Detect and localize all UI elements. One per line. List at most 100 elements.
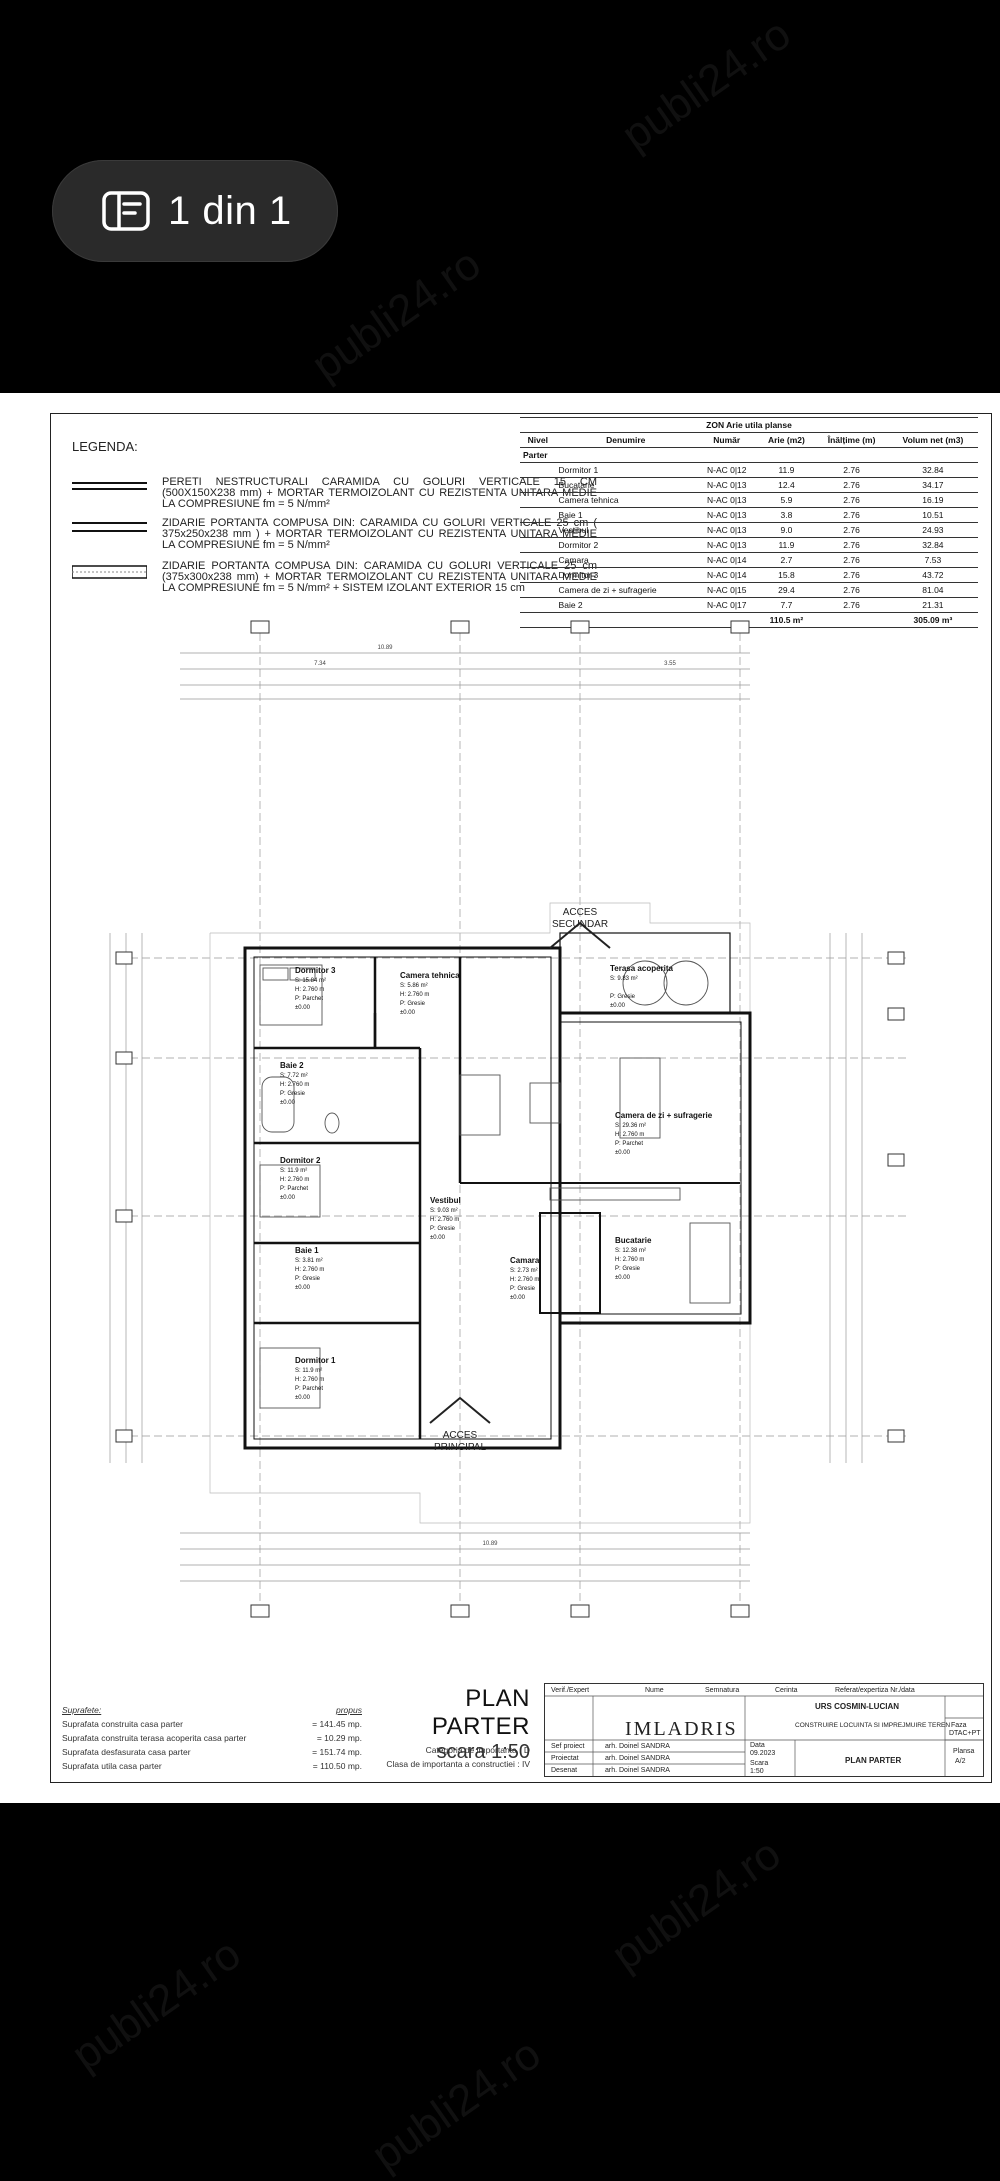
table-cell: 32.84: [887, 537, 978, 553]
col-header: Nivel: [520, 432, 556, 448]
room-name: Dormitor 2: [280, 1156, 321, 1165]
room-name: Bucatarie: [615, 1236, 652, 1245]
room-detail: P: Parchet: [280, 1186, 308, 1192]
access-main-2: PRINCIPAL: [434, 1442, 486, 1453]
room-detail: P: Gresie: [280, 1091, 306, 1097]
col-header: Număr: [696, 432, 758, 448]
dim-bottom-total: 10.89: [482, 1541, 498, 1547]
owner-name: URS COSMIN-LUCIAN: [815, 1702, 899, 1711]
tb-col: Nume: [645, 1687, 664, 1694]
room-detail: ±0.00: [430, 1235, 446, 1241]
room-detail: ±0.00: [615, 1275, 631, 1281]
table-cell: Dormitor 1: [555, 462, 697, 478]
table-cell: 11.9: [757, 462, 816, 478]
sheet-name: PLAN PARTER: [845, 1756, 902, 1765]
table-cell: 2.76: [815, 462, 888, 478]
table-cell: Dormitor 3: [555, 567, 697, 583]
table-cell: Camara: [555, 552, 697, 568]
table-cell: N-AC 0|12: [696, 462, 758, 478]
room-name: Camera tehnica: [400, 971, 460, 980]
role-person: arh. Doinel SANDRA: [605, 1767, 670, 1774]
table-cell: N-AC 0|17: [696, 597, 758, 613]
tb-col: Verif./Expert: [551, 1687, 590, 1694]
summary-row: Suprafata utila casa parter= 110.50 mp.: [62, 1759, 362, 1773]
col-header: Volum net (m3): [887, 432, 978, 448]
table-cell: N-AC 0|13: [696, 522, 758, 538]
image-counter[interactable]: 1 din 1: [52, 160, 338, 262]
importance-category-text: Categoria de importanta : D: [425, 1745, 530, 1755]
table-cell: 2.76: [815, 507, 888, 523]
room-detail: S: 11.9 m²: [280, 1168, 307, 1174]
table-cell: 29.4: [757, 582, 816, 598]
table-cell: 11.9: [757, 537, 816, 553]
table-cell: 7.53: [887, 552, 978, 568]
wall-line-icon: [72, 482, 147, 490]
zone-table: ZON Arie utila planse Nivel Denumire Num…: [520, 417, 978, 628]
plan-title-scale: scara 1:50: [436, 1741, 530, 1763]
table-cell: 15.8: [757, 567, 816, 583]
scale-label: Scara: [750, 1760, 769, 1767]
room-detail: ±0.00: [510, 1295, 526, 1301]
summary-label: Suprafata desfasurata casa parter: [62, 1747, 191, 1757]
room-detail: ±0.00: [610, 1003, 626, 1009]
legend-desc: PERETI NESTRUCTURALI CARAMIDA CU GOLURI …: [162, 476, 597, 510]
table-cell: Bucatarie: [555, 477, 697, 493]
table-cell: 2.76: [815, 492, 888, 508]
zone-table-caption: ZON Arie utila planse: [520, 417, 978, 433]
title-block: Verif./Expert Nume Semnatura Cerinta Ref…: [544, 1683, 984, 1777]
summary-value: = 10.29 mp.: [316, 1733, 362, 1743]
table-cell: 81.04: [887, 582, 978, 598]
table-cell: Camera tehnica: [555, 492, 697, 508]
wall-line-icon: [72, 522, 147, 532]
gallery-icon: [102, 191, 150, 231]
table-cell: 12.4: [757, 477, 816, 493]
table-cell: Camera de zi + sufragerie: [555, 582, 697, 598]
access-secondary-2: SECUNDAR: [552, 919, 608, 930]
table-cell: 24.93: [887, 522, 978, 538]
room-detail: S: 29.36 m²: [615, 1123, 646, 1129]
tb-col: Referat/expertiza Nr./data: [835, 1687, 915, 1694]
table-cell: N-AC 0|14: [696, 552, 758, 568]
room-detail: S: 12.38 m²: [615, 1248, 646, 1254]
table-cell: 7.7: [757, 597, 816, 613]
phase-label: Faza: [951, 1722, 967, 1729]
room-detail: ±0.00: [400, 1010, 416, 1016]
room-name: Baie 1: [295, 1246, 319, 1255]
table-cell: 2.7: [757, 552, 816, 568]
room-detail: P: Gresie: [295, 1276, 321, 1282]
legend-desc: ZIDARIE PORTANTA COMPUSA DIN: CARAMIDA C…: [162, 517, 597, 551]
room-detail: S: 7.72 m²: [280, 1073, 308, 1079]
room-detail: H: 2.760 m: [615, 1257, 644, 1263]
room-detail: S: 2.73 m²: [510, 1268, 538, 1274]
table-cell: Dormitor 2: [555, 537, 697, 553]
room-name: Baie 2: [280, 1061, 304, 1070]
project-name: CONSTRUIRE LOCUINTA SI IMPREJMUIRE TEREN: [795, 1722, 951, 1729]
room-detail: P: Parchet: [615, 1141, 643, 1147]
room-detail: P: Gresie: [510, 1286, 536, 1292]
room-detail: S: 11.9 m²: [295, 1368, 322, 1374]
dim-top-part: 3.55: [664, 661, 676, 667]
table-cell: Baie 1: [555, 507, 697, 523]
col-header: Denumire: [555, 432, 697, 448]
room-name: Dormitor 3: [295, 966, 336, 975]
floor-plan-image[interactable]: LEGENDA: PERETI NESTRUCTURALI CARAMIDA C…: [0, 393, 1000, 1803]
room-detail: S: 9.03 m²: [430, 1208, 458, 1214]
total-volume: 305.09 m³: [887, 612, 978, 628]
table-cell: N-AC 0|13: [696, 492, 758, 508]
surface-summary: Suprafete: propus Suprafata construita c…: [62, 1703, 362, 1773]
role-label: Proiectat: [551, 1755, 579, 1762]
room-detail: P: Gresie: [615, 1266, 641, 1272]
room-name: Dormitor 1: [295, 1356, 336, 1365]
room-detail: H: 2.760 m: [400, 992, 429, 998]
total-area: 110.5 m²: [757, 612, 816, 628]
image-counter-text: 1 din 1: [168, 188, 292, 233]
legend-title: LEGENDA:: [72, 439, 138, 454]
room-detail: P: Parchet: [295, 1386, 323, 1392]
role-label: Desenat: [551, 1767, 578, 1774]
room-detail: ±0.00: [295, 1005, 311, 1011]
room-detail: H: 2.760 m: [615, 1132, 644, 1138]
